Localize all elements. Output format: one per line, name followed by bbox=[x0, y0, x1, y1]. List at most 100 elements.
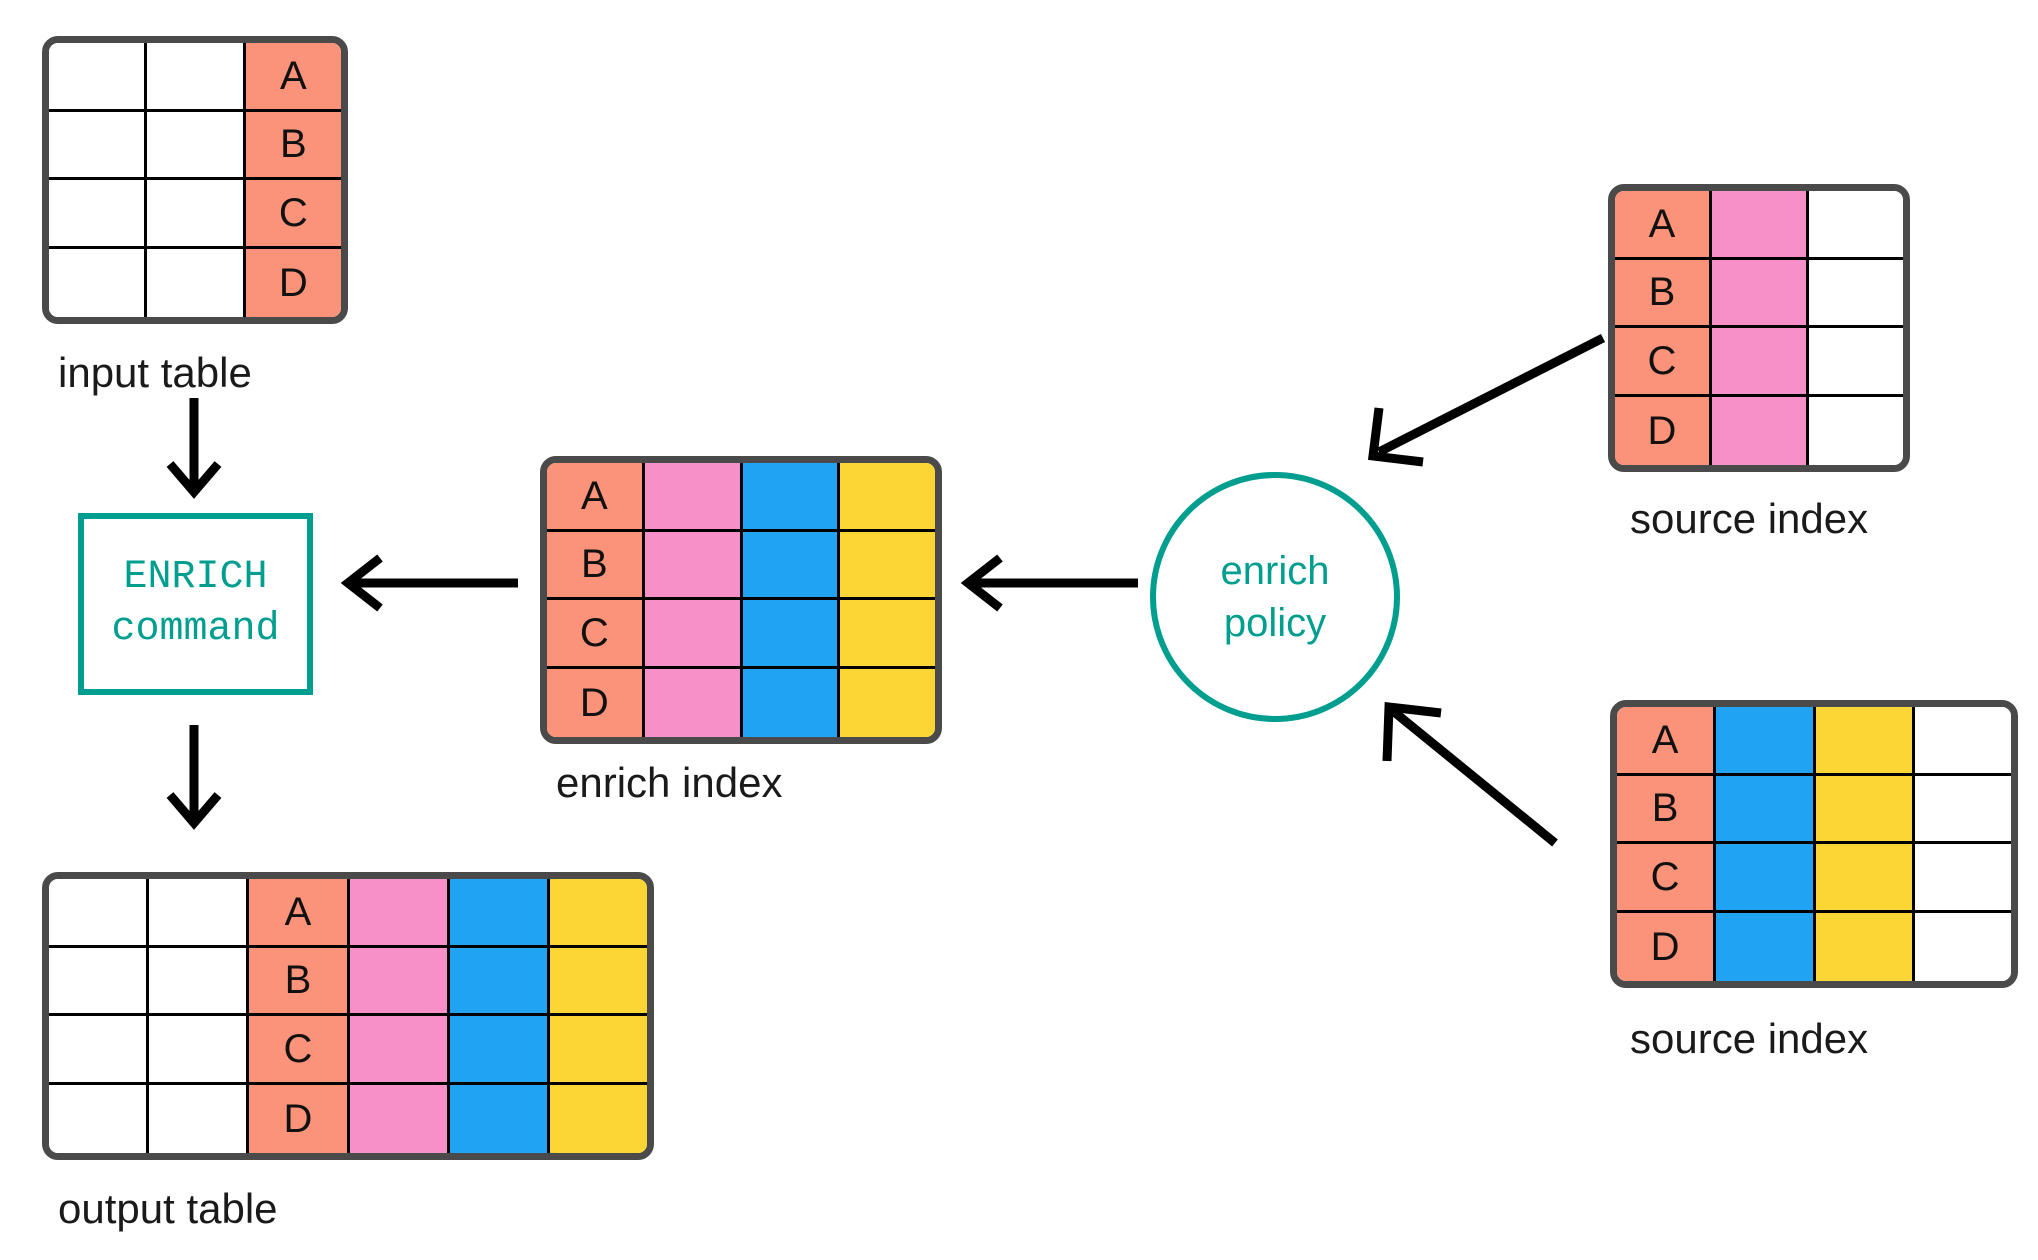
table-cell bbox=[1716, 775, 1816, 844]
source-index-top-table: A B C D bbox=[1608, 184, 1910, 472]
table-cell bbox=[1712, 191, 1809, 260]
table-cell bbox=[49, 43, 148, 112]
table-cell bbox=[549, 1016, 647, 1085]
table-cell bbox=[1716, 912, 1816, 981]
table-cell-key: A bbox=[1615, 191, 1712, 260]
table-cell bbox=[840, 463, 935, 532]
table-cell-key: A bbox=[249, 879, 350, 948]
table-cell bbox=[1815, 707, 1915, 776]
table-cell-key: B bbox=[547, 531, 645, 600]
table-cell bbox=[742, 600, 841, 669]
table-row: D bbox=[1615, 396, 1903, 465]
table-cell bbox=[1914, 707, 2011, 776]
table-cell bbox=[644, 600, 743, 669]
table-cell bbox=[644, 668, 743, 737]
table-cell bbox=[742, 531, 841, 600]
table-cell bbox=[1809, 328, 1903, 397]
table-cell bbox=[49, 111, 148, 180]
table-cell-key: B bbox=[1615, 259, 1712, 328]
table-cell-key: A bbox=[1617, 707, 1717, 776]
table-cell-key: C bbox=[249, 1016, 350, 1085]
table-cell bbox=[1809, 259, 1903, 328]
enrich-policy-circle[interactable]: enrich policy bbox=[1150, 472, 1400, 722]
table-cell bbox=[1815, 844, 1915, 913]
table-cell bbox=[49, 1016, 150, 1085]
table-cell bbox=[147, 180, 246, 249]
table-cell bbox=[49, 1084, 150, 1153]
table-row: D bbox=[1617, 912, 2011, 981]
table-cell bbox=[49, 947, 150, 1016]
table-cell bbox=[840, 531, 935, 600]
table-cell-key: D bbox=[1617, 912, 1717, 981]
arrow-policy-to-enrich-index bbox=[960, 554, 1138, 612]
table-row: B bbox=[49, 111, 341, 180]
table-cell bbox=[149, 947, 250, 1016]
table-cell bbox=[1914, 844, 2011, 913]
table-cell bbox=[349, 879, 450, 948]
table-row: D bbox=[49, 248, 341, 317]
table-row: C bbox=[49, 180, 341, 249]
table-cell-key: A bbox=[547, 463, 645, 532]
table-row: C bbox=[49, 1016, 647, 1085]
table-cell bbox=[149, 1016, 250, 1085]
arrow-command-to-output bbox=[166, 725, 222, 830]
table-cell bbox=[147, 43, 246, 112]
table-cell-key: C bbox=[245, 180, 341, 249]
source-index-bottom-caption: source index bbox=[1630, 1015, 1869, 1062]
table-row: C bbox=[1615, 328, 1903, 397]
enrich-policy-line-2: policy bbox=[1223, 601, 1327, 645]
table-row: A bbox=[547, 463, 935, 532]
enrich-index-caption: enrich index bbox=[556, 759, 783, 806]
source-index-bottom-table: A B C D bbox=[1610, 700, 2018, 988]
table-cell-key: D bbox=[547, 668, 645, 737]
table-row: B bbox=[1617, 775, 2011, 844]
table-cell-key: B bbox=[1617, 775, 1717, 844]
table-cell bbox=[840, 600, 935, 669]
table-cell bbox=[1809, 396, 1903, 465]
arrow-input-to-command bbox=[166, 398, 222, 499]
table-cell bbox=[49, 248, 148, 317]
table-cell bbox=[147, 248, 246, 317]
table-cell bbox=[1914, 912, 2011, 981]
table-cell bbox=[1712, 259, 1809, 328]
table-cell bbox=[1809, 191, 1903, 260]
table-cell bbox=[349, 1016, 450, 1085]
table-cell bbox=[449, 879, 550, 948]
table-row: C bbox=[1617, 844, 2011, 913]
table-row: B bbox=[49, 947, 647, 1016]
table-cell-key: D bbox=[1615, 396, 1712, 465]
table-row: B bbox=[1615, 259, 1903, 328]
enrich-policy-line-1: enrich bbox=[1220, 549, 1330, 593]
arrow-source-index-top-to-policy bbox=[1367, 333, 1606, 467]
table-cell bbox=[1815, 912, 1915, 981]
table-cell bbox=[349, 947, 450, 1016]
table-cell bbox=[1914, 775, 2011, 844]
table-cell bbox=[549, 879, 647, 948]
table-cell bbox=[149, 1084, 250, 1153]
enrich-command-box[interactable]: ENRICH command bbox=[78, 513, 313, 695]
input-table-caption: input table bbox=[58, 349, 252, 396]
source-index-top-caption: source index bbox=[1630, 495, 1869, 542]
table-cell bbox=[149, 879, 250, 948]
enrich-index-table: A B C D bbox=[540, 456, 942, 744]
table-cell bbox=[49, 180, 148, 249]
table-cell bbox=[49, 879, 150, 948]
table-cell bbox=[1716, 707, 1816, 776]
output-table-caption: output table bbox=[58, 1185, 278, 1232]
table-cell bbox=[449, 1084, 550, 1153]
table-cell-key: B bbox=[249, 947, 350, 1016]
table-cell bbox=[742, 668, 841, 737]
arrow-enrich-index-to-command bbox=[340, 554, 518, 612]
table-cell bbox=[742, 463, 841, 532]
table-row: A bbox=[1615, 191, 1903, 260]
table-cell bbox=[147, 111, 246, 180]
table-cell-key: A bbox=[245, 43, 341, 112]
input-table: A B C D bbox=[42, 36, 348, 324]
table-cell-key: B bbox=[245, 111, 341, 180]
table-row: A bbox=[1617, 707, 2011, 776]
table-cell bbox=[1712, 396, 1809, 465]
table-row: D bbox=[547, 668, 935, 737]
table-cell-key: C bbox=[1617, 844, 1717, 913]
enrich-command-line-2: command bbox=[111, 607, 280, 652]
